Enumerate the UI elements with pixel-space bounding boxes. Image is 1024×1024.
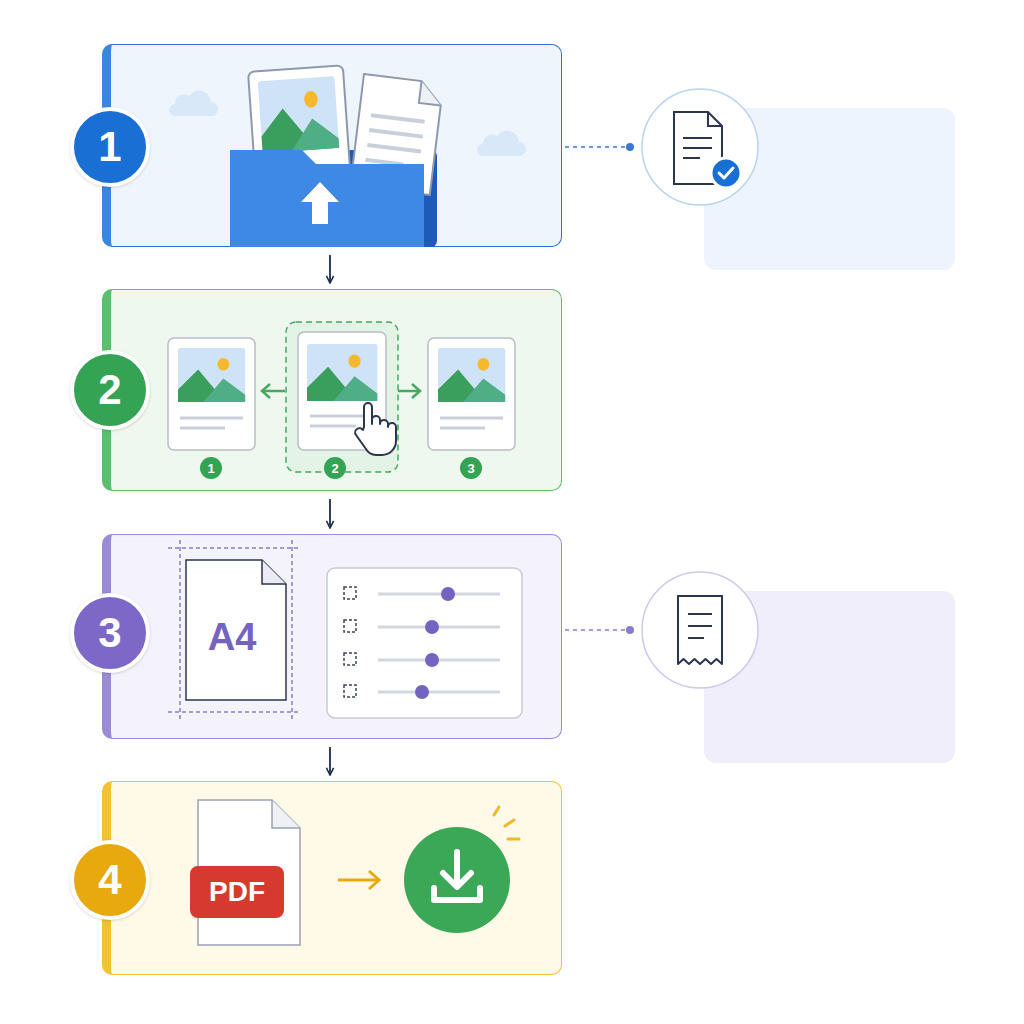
settings-illustration — [168, 540, 955, 763]
step-badge: 4 — [70, 840, 150, 920]
step-badge: 3 — [70, 593, 150, 673]
step-number: 4 — [98, 856, 121, 904]
step-badge: 2 — [70, 350, 150, 430]
upload-illustration — [169, 65, 955, 270]
step-panel: 1 — [102, 44, 562, 247]
step-panel: 2 — [102, 289, 562, 491]
flow-arrow — [329, 747, 331, 775]
reorder-illustration — [168, 322, 515, 472]
flow-arrow — [329, 255, 331, 283]
step-panel: 4 — [102, 781, 562, 975]
step-number: 1 — [98, 123, 121, 171]
step-panel: 3 — [102, 534, 562, 739]
flow-arrow — [329, 499, 331, 528]
download-illustration — [198, 800, 519, 945]
step-badge: 1 — [70, 107, 150, 187]
step-number: 2 — [98, 366, 121, 414]
step-number: 3 — [98, 609, 121, 657]
